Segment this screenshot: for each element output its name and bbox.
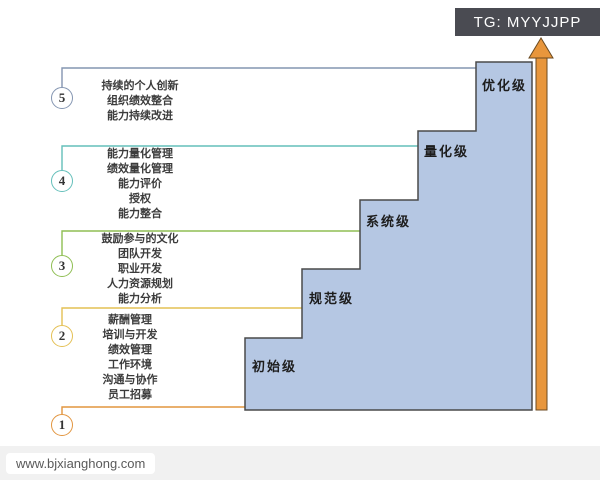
connector-line-level-3 bbox=[61, 230, 362, 255]
level-1-badge: 1 bbox=[51, 414, 73, 436]
level-5-badge: 5 bbox=[51, 87, 73, 109]
list-item: 能力评价 bbox=[118, 178, 162, 190]
list-item: 能力分析 bbox=[118, 293, 162, 305]
list-item: 授权 bbox=[129, 193, 151, 205]
list-item: 能力量化管理 bbox=[107, 148, 173, 160]
bottom-bar: www.bjxianghong.com bbox=[0, 446, 600, 480]
step-label-2: 规范级 bbox=[309, 291, 355, 306]
arrow-shaft bbox=[535, 54, 548, 411]
list-item: 绩效量化管理 bbox=[107, 163, 173, 175]
site-watermark: www.bjxianghong.com bbox=[6, 452, 156, 474]
list-item: 职业开发 bbox=[118, 263, 162, 275]
list-item: 薪酬管理 bbox=[108, 314, 152, 326]
connector-line-level-2 bbox=[61, 307, 304, 325]
step-label-3: 系统级 bbox=[366, 214, 412, 229]
list-item: 员工招募 bbox=[108, 389, 152, 401]
list-item: 能力持续改进 bbox=[107, 110, 173, 122]
level-3-badge: 3 bbox=[51, 255, 73, 277]
list-item: 沟通与协作 bbox=[102, 374, 158, 386]
connector-line-level-4 bbox=[61, 145, 420, 170]
level-3-items: 鼓励参与的文化 团队开发 职业开发 人力资源规划 能力分析 bbox=[70, 232, 210, 307]
level-4-badge: 4 bbox=[51, 170, 73, 192]
level-5-items: 持续的个人创新 组织绩效整合 能力持续改进 bbox=[70, 79, 210, 124]
arrow-head-icon bbox=[528, 37, 554, 59]
list-item: 能力整合 bbox=[118, 208, 162, 220]
step-label-1: 初始级 bbox=[252, 359, 298, 374]
list-item: 培训与开发 bbox=[102, 329, 158, 341]
list-item: 持续的个人创新 bbox=[101, 80, 179, 92]
level-4-items: 能力量化管理 绩效量化管理 能力评价 授权 能力整合 bbox=[70, 147, 210, 222]
step-label-4: 量化级 bbox=[424, 144, 470, 159]
list-item: 绩效管理 bbox=[108, 344, 152, 356]
list-item: 人力资源规划 bbox=[107, 278, 173, 290]
step-label-5: 优化级 bbox=[482, 78, 528, 93]
list-item: 工作环境 bbox=[108, 359, 152, 371]
connector-line-level-5 bbox=[61, 67, 478, 87]
top-watermark: TG: MYYJJPP bbox=[455, 8, 600, 36]
list-item: 组织绩效整合 bbox=[107, 95, 173, 107]
list-item: 鼓励参与的文化 bbox=[101, 233, 179, 245]
list-item: 团队开发 bbox=[118, 248, 162, 260]
level-2-badge: 2 bbox=[51, 325, 73, 347]
level-2-items: 薪酬管理 培训与开发 绩效管理 工作环境 沟通与协作 员工招募 bbox=[60, 313, 200, 403]
connector-line-level-1 bbox=[61, 406, 247, 414]
staircase-shape bbox=[244, 61, 533, 411]
